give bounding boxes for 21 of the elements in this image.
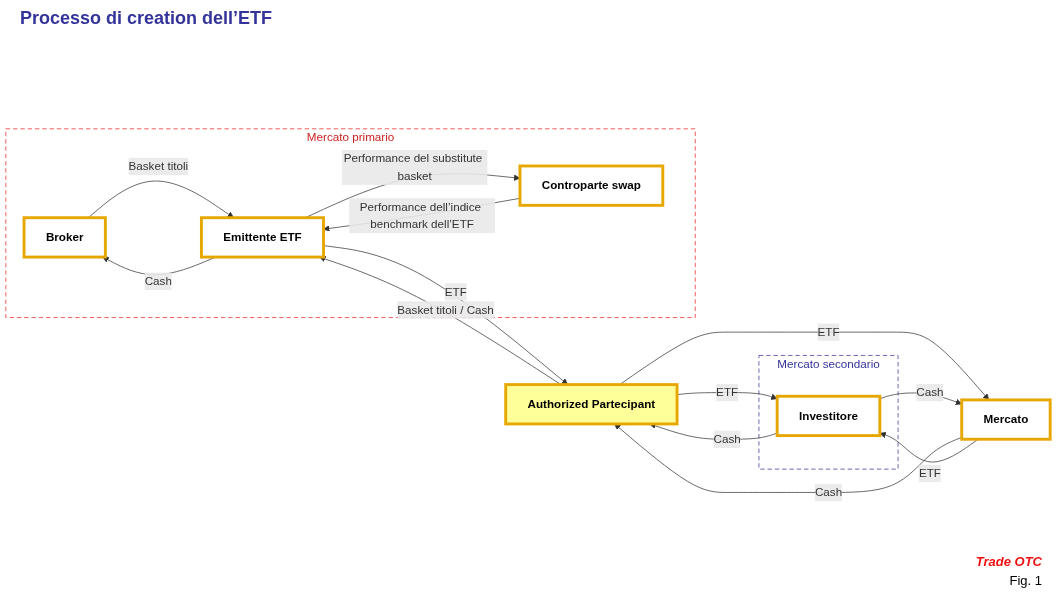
edge-label: ETF bbox=[918, 466, 941, 480]
edge-label: Basket titoli bbox=[128, 159, 189, 173]
diagram-title: Processo di creation dell’ETF bbox=[20, 8, 273, 29]
edge-label: ETF bbox=[716, 386, 739, 399]
node-box: Authorized Partecipant bbox=[504, 383, 679, 426]
node-box: Mercato bbox=[960, 398, 1052, 441]
edge-label: ETF bbox=[817, 325, 840, 338]
edge-label: Cash bbox=[713, 432, 741, 446]
node-box: Investitore bbox=[775, 394, 882, 438]
node-box: Emittente ETF bbox=[199, 216, 325, 259]
edge-label: Performance del substitute basket bbox=[343, 152, 483, 183]
edge-label: Cash bbox=[916, 386, 944, 399]
edge-label: Cash bbox=[814, 485, 843, 499]
figure-number: Fig. 1 bbox=[1008, 573, 1042, 588]
edge-label: Cash bbox=[144, 274, 172, 288]
edge-label: Basket titoli / Cash bbox=[397, 303, 494, 316]
edge-label: ETF bbox=[444, 285, 467, 298]
edge-label: Performance dell’indice benchmark dell’ETF bbox=[359, 200, 482, 231]
annotation-label: Trade OTC bbox=[975, 554, 1042, 569]
node-box: Controparte swap bbox=[518, 164, 665, 207]
node-box: Broker bbox=[22, 216, 107, 259]
